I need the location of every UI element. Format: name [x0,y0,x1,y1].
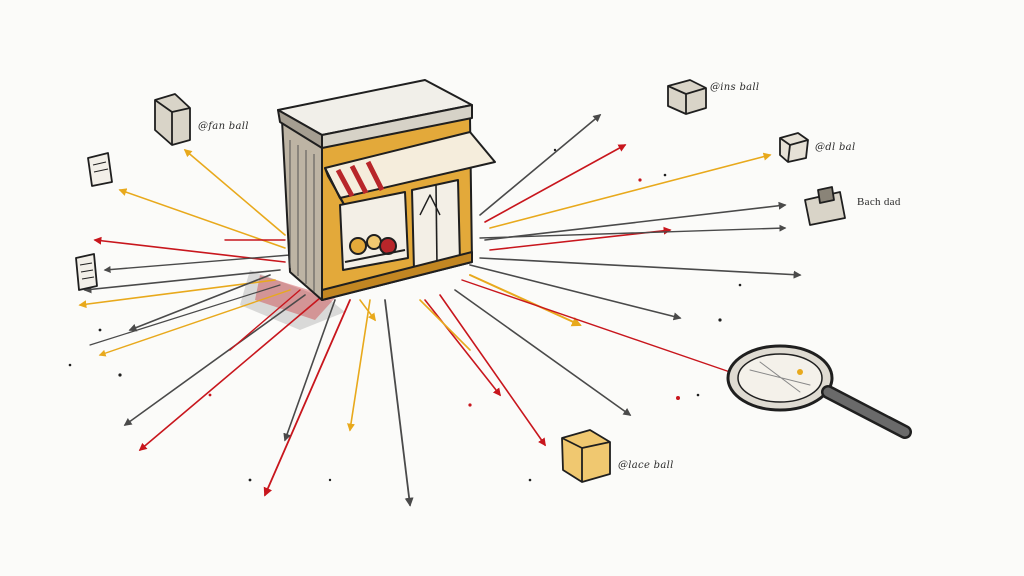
magnifying-glass-icon [726,344,912,439]
label-top-right: @ins ball [710,82,760,93]
ink-dots [68,148,742,482]
arrow-rays [78,113,802,507]
label-bottom-center: @lace ball [618,460,674,471]
label-right-middle: Bach dad [857,196,901,208]
label-right-upper: @dl bal [815,142,856,153]
package-box-icon [75,79,846,483]
storefront-icon [277,79,496,301]
label-top-left: @fan ball [198,121,249,132]
